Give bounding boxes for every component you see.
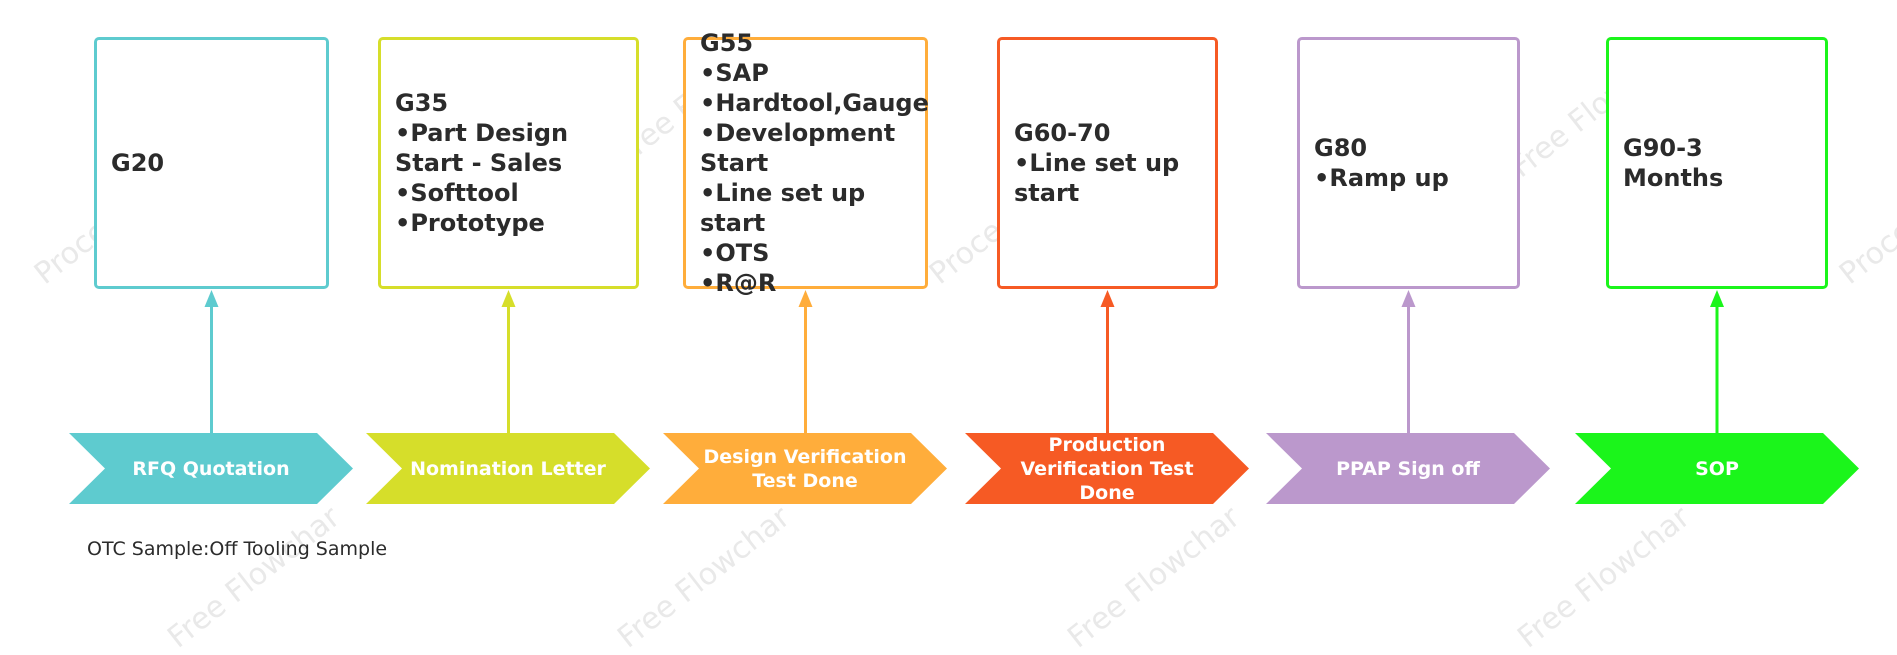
footnote: OTC Sample:Off Tooling Sample (87, 538, 388, 560)
stage-box-line: •OTS (700, 239, 770, 267)
stage-chevron-label: RFQ Quotation (132, 457, 290, 480)
stage-box-text: G20 (111, 148, 164, 178)
stage-box-line: •R@R (700, 269, 777, 297)
connector-arrowhead-icon (1710, 290, 1724, 307)
stage-box-line: •Hardtool,Gauge (700, 89, 929, 117)
stage-box-line: G35 (395, 89, 449, 117)
stage-chevron-6 (1575, 433, 1859, 504)
connector-arrowhead-icon (501, 290, 516, 307)
connector-arrowhead-icon (204, 290, 219, 307)
stage-box-line: •Development Start (700, 119, 896, 177)
stage-box-text: G80•Ramp up (1314, 133, 1449, 193)
stage-chevron-5 (1266, 433, 1550, 504)
stage-box-line: •Softtool (395, 179, 519, 207)
stage-box-5: G80•Ramp up (1297, 37, 1520, 289)
stage-chevron-label: Production Verification Test Done (1020, 433, 1194, 504)
stage-box-line: •Part Design Start - Sales (395, 119, 569, 177)
stage-box-line: G55 (700, 29, 754, 57)
stage-box-line: G60-70 (1014, 119, 1111, 147)
stage-box-6: G90-3 Months (1606, 37, 1828, 289)
stage-chevron-1 (69, 433, 353, 504)
stage-box-4: G60-70•Line set up start (997, 37, 1218, 289)
connector-arrowhead-icon (1100, 290, 1115, 307)
stage-box-2: G35•Part Design Start - Sales•Softtool•P… (378, 37, 639, 289)
stage-box-text: G60-70•Line set up start (1014, 118, 1201, 208)
stage-chevron-label: Design Verification Test Done (703, 445, 907, 492)
stage-chevron-label: Nomination Letter (410, 457, 606, 480)
stage-chevron-label: SOP (1695, 457, 1739, 480)
stage-box-text: G35•Part Design Start - Sales•Softtool•P… (395, 88, 622, 238)
stage-box-line: •SAP (700, 59, 769, 87)
stage-chevron-2 (366, 433, 650, 504)
stage-box-1: G20 (94, 37, 329, 289)
stage-box-line: •Prototype (395, 209, 545, 237)
stage-chevron-3 (663, 433, 947, 504)
stage-box-3: G55•SAP•Hardtool,Gauge•Development Start… (683, 29, 929, 297)
connector-arrowhead-icon (1401, 290, 1416, 307)
stage-box-text: G90-3 Months (1623, 133, 1811, 193)
stage-box-line: •Ramp up (1314, 164, 1449, 192)
stage-box-text: G55•SAP•Hardtool,Gauge•Development Start… (700, 28, 929, 298)
stage-chevron-4 (965, 433, 1249, 504)
stage-chevron-label: PPAP Sign off (1336, 457, 1480, 480)
stage-box-line: •Line set up start (1014, 149, 1180, 207)
connector-layer (69, 290, 1859, 504)
stage-box-line: G90-3 Months (1623, 134, 1724, 192)
stage-box-line: G20 (111, 149, 165, 177)
stage-box-line: G80 (1314, 134, 1368, 162)
stage-box-line: •Line set up start (700, 179, 866, 237)
connector-arrowhead-icon (798, 290, 813, 307)
